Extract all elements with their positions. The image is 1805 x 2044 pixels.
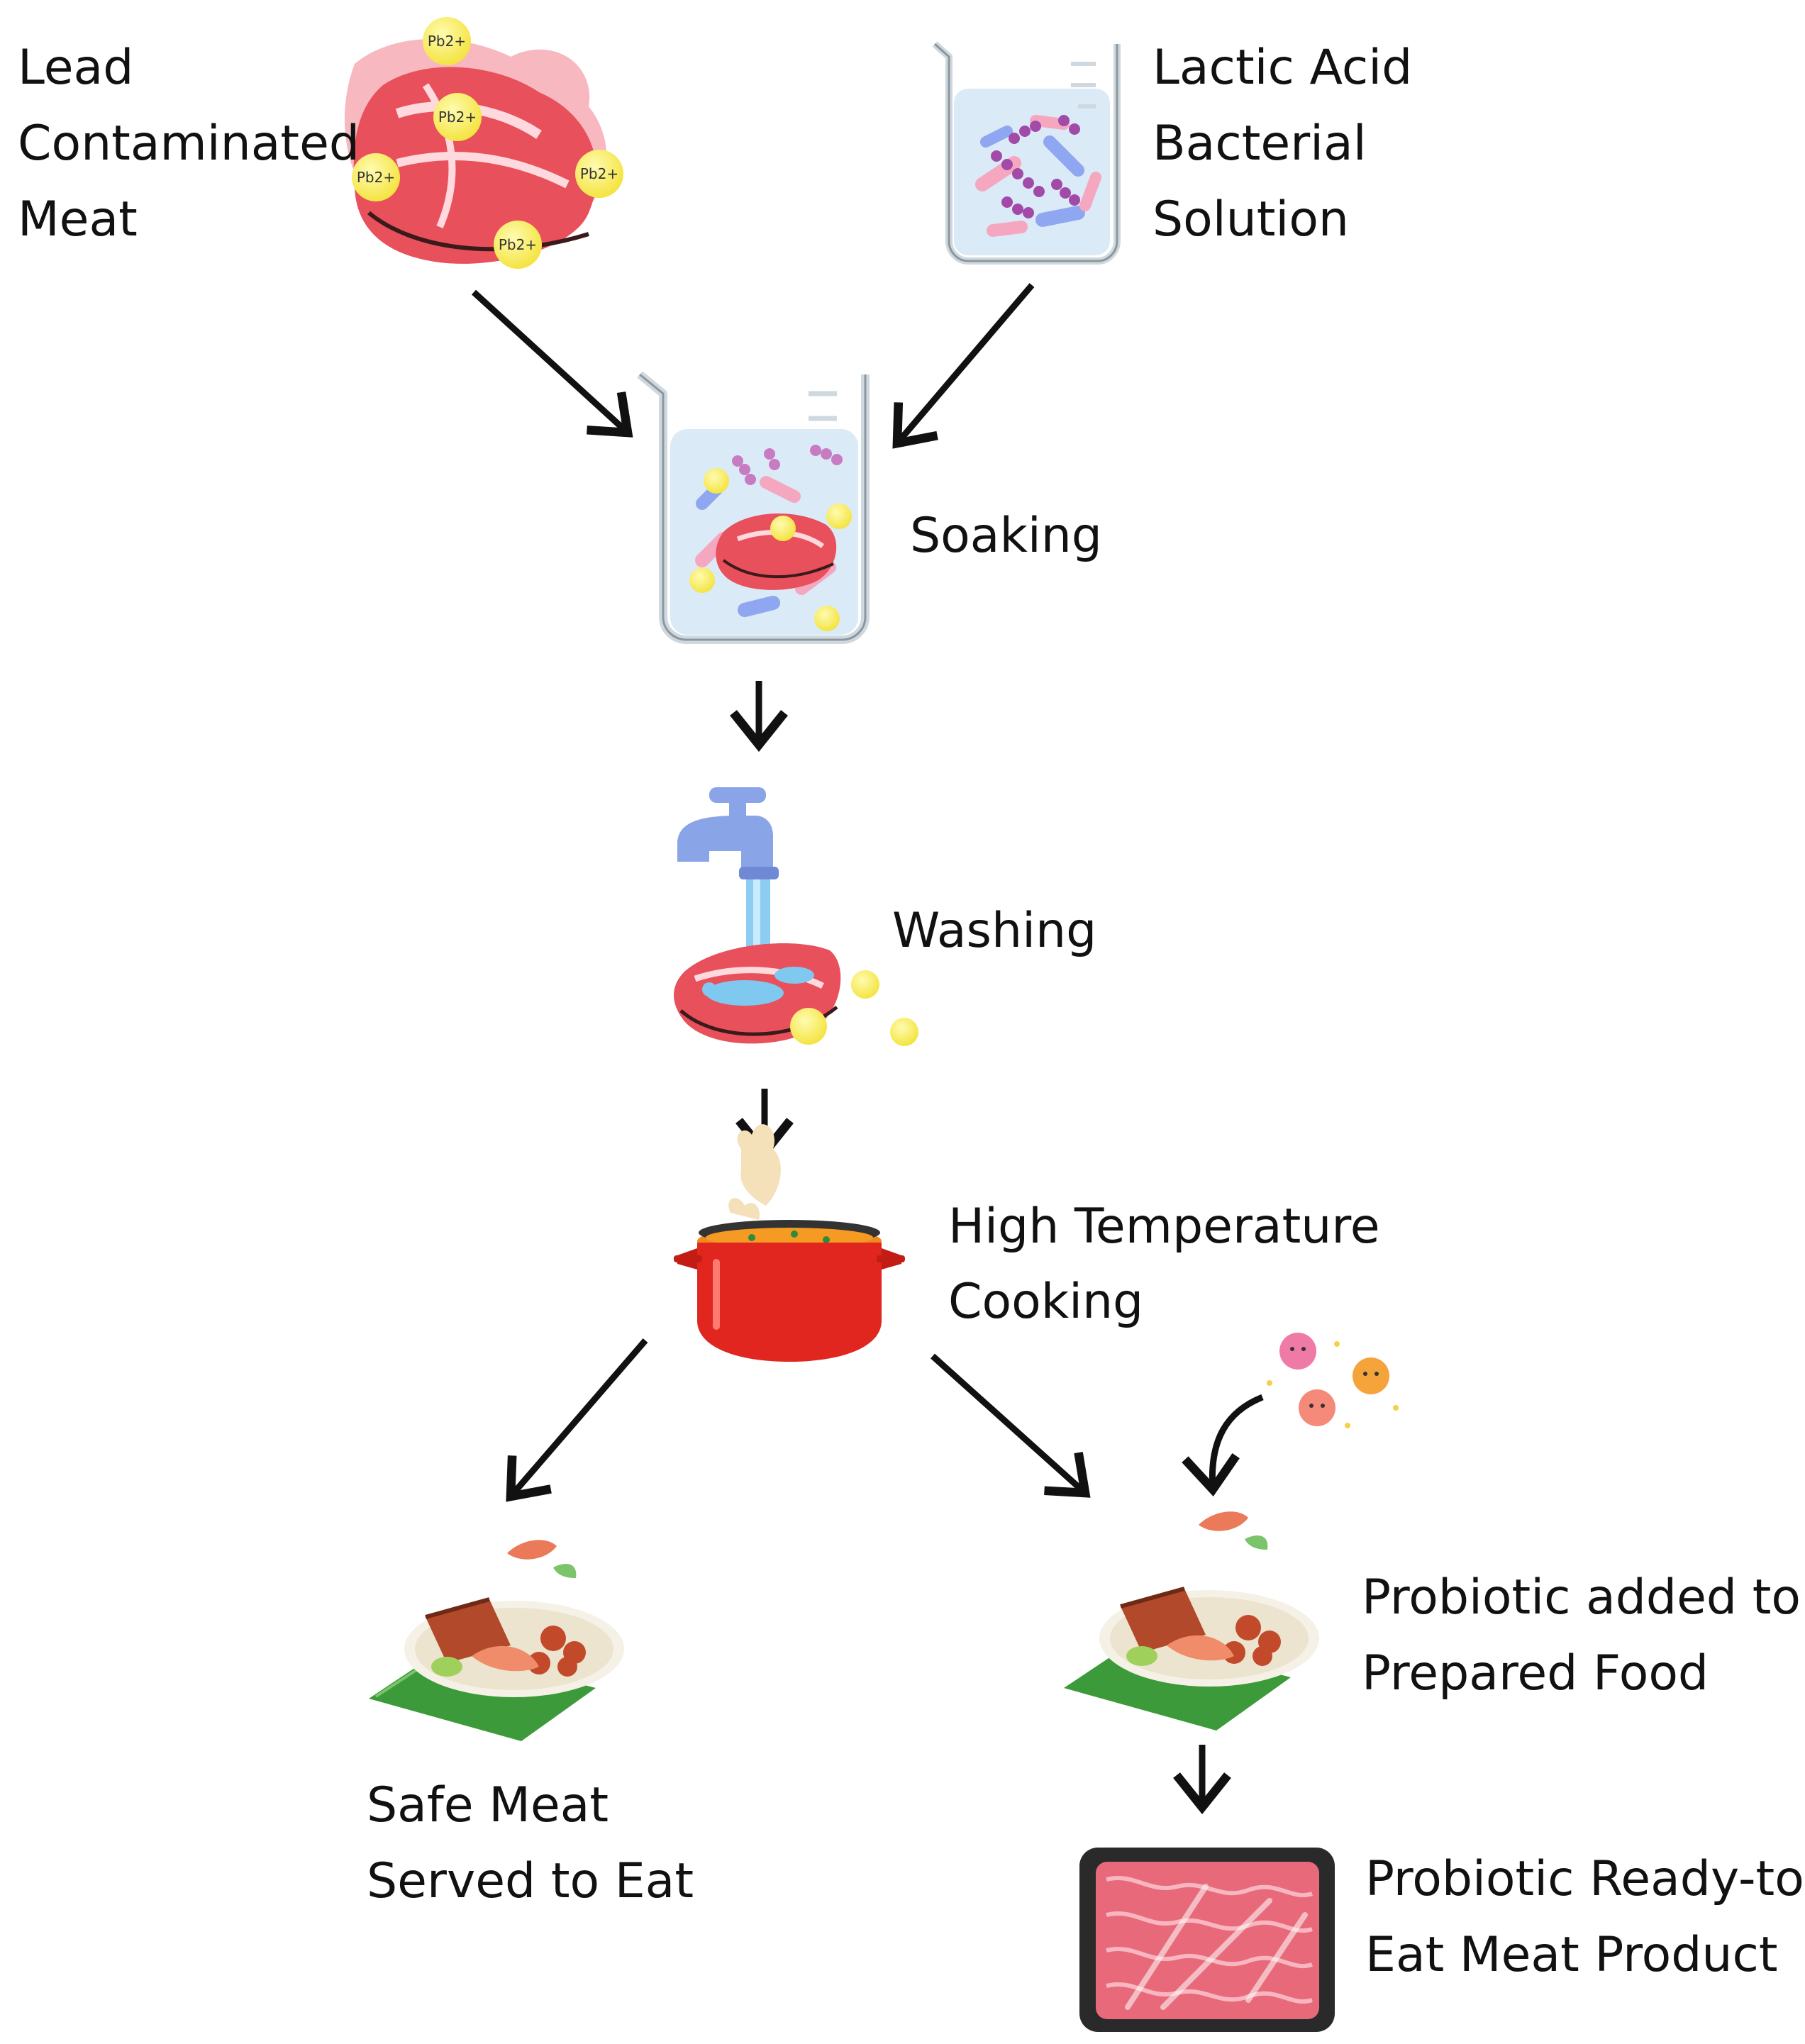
safe-meat-label-line1: Safe Meat (367, 1777, 609, 1833)
lead-ion-icon (790, 1008, 827, 1045)
cooking-pot-icon (674, 1220, 905, 1362)
bacteria-beaker-icon (932, 41, 1121, 265)
lead-ion-icon (704, 468, 729, 494)
probiotic-bacteria-icon (1267, 1333, 1399, 1428)
washing-label: Washing (892, 903, 1096, 959)
probiotic-added-label-line1: Probiotic added to (1362, 1570, 1801, 1626)
lead-ion-icon (890, 1018, 918, 1046)
svg-text:Pb2+: Pb2+ (580, 165, 618, 182)
lead-ion-icon (826, 504, 852, 529)
arrow-probiotic-to-food (1182, 1394, 1264, 1497)
arrow-cooking-to-safe-meat (506, 1338, 648, 1502)
cooking-label-line1: High Temperature (948, 1199, 1380, 1255)
steam-icon (728, 1124, 781, 1220)
svg-text:Pb2+: Pb2+ (499, 236, 537, 253)
soaking-label: Soaking (910, 508, 1102, 564)
faucet-icon (677, 787, 779, 879)
arrow-meat-to-soaking (471, 289, 633, 438)
probiotic-product-label-line2: Eat Meat Product (1365, 1927, 1778, 1983)
lead-meat-label-line2: Contaminated (18, 116, 360, 172)
lab-solution-label-line1: Lactic Acid (1153, 40, 1412, 96)
svg-text:Pb2+: Pb2+ (428, 33, 466, 50)
safe-meat-plate-icon (369, 1540, 624, 1741)
lead-ion-icon (851, 970, 879, 999)
safe-meat-label-line2: Served to Eat (367, 1853, 694, 1909)
probiotic-food-plate-icon (1064, 1511, 1319, 1731)
lead-ion-icon (689, 567, 715, 593)
svg-text:Pb2+: Pb2+ (357, 169, 395, 186)
lab-solution-label-line2: Bacterial (1153, 116, 1367, 172)
lead-ion-icon (814, 606, 840, 631)
lead-contaminated-meat-icon (344, 39, 607, 264)
lead-meat-label-line3: Meat (18, 191, 138, 248)
lead-ion-icon: Pb2+ (494, 221, 542, 269)
probiotic-added-label-line2: Prepared Food (1362, 1645, 1709, 1701)
packaged-meat-tray-icon (1079, 1848, 1335, 2032)
lead-ion-icon (770, 516, 796, 541)
lead-ion-icon: Pb2+ (575, 150, 623, 198)
lead-ion-icon: Pb2+ (423, 17, 471, 65)
arrow-cooking-to-probiotic (930, 1353, 1091, 1498)
cooking-label-line2: Cooking (948, 1274, 1143, 1330)
lead-ion-icon: Pb2+ (433, 93, 482, 141)
probiotic-product-label-line1: Probiotic Ready-to- (1365, 1851, 1805, 1907)
svg-text:Pb2+: Pb2+ (438, 109, 477, 126)
lab-solution-label-line3: Solution (1153, 191, 1349, 248)
lead-ion-icon: Pb2+ (352, 153, 400, 201)
lead-meat-label-line1: Lead (18, 40, 133, 96)
arrow-solution-to-soaking (892, 283, 1035, 449)
